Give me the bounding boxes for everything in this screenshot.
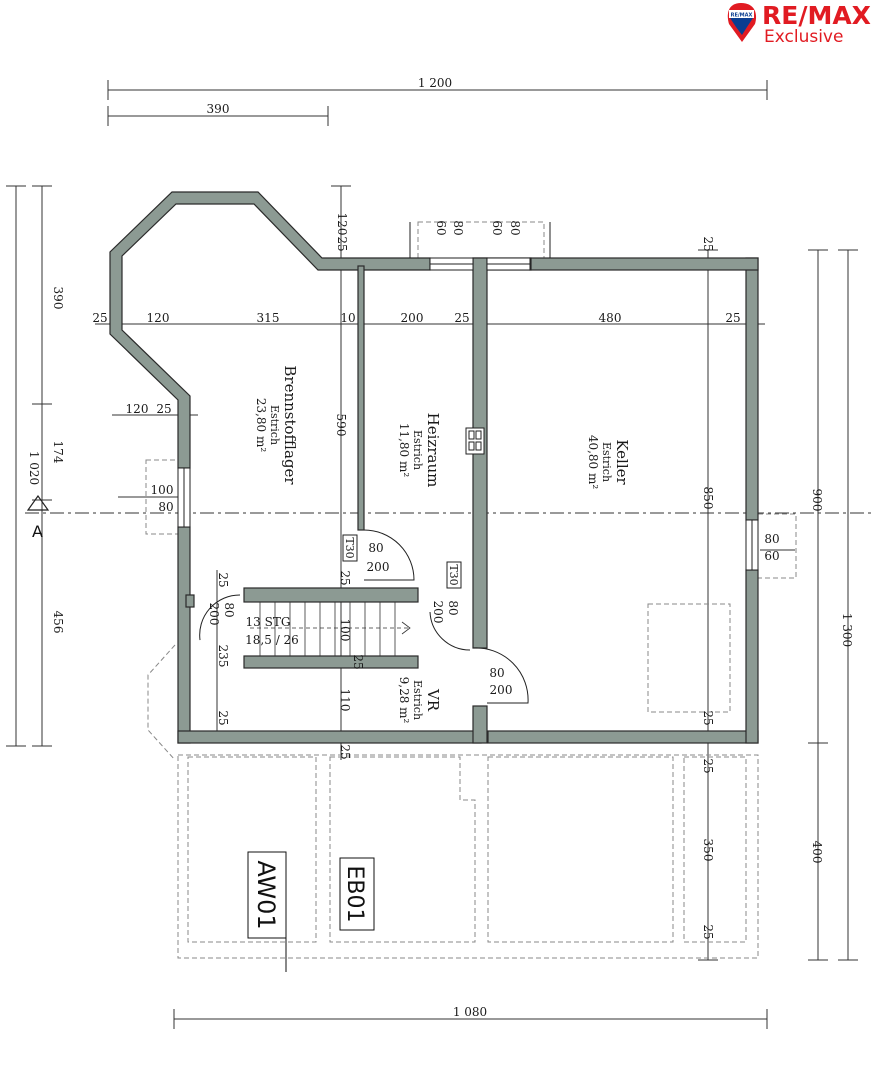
t30-label-a: T30 — [343, 537, 356, 558]
dim-right-25-c: 25 — [701, 924, 715, 939]
dim-row-315: 315 — [257, 311, 280, 325]
dim-right-1300: 1 300 — [840, 613, 854, 647]
dim-stair-25b: 25 — [351, 654, 365, 669]
dim-left-total: 1 020 — [27, 451, 41, 485]
stamp-eb01: EB01 — [339, 857, 375, 931]
dim-left-120-2: 120 — [126, 402, 149, 416]
dim-door-heiz-200: 200 — [367, 560, 390, 574]
room-floor: Estrich — [411, 430, 424, 470]
dim-top-120: 120 — [335, 213, 349, 236]
stair-labels: 13 STG 18,5 / 26 — [245, 615, 299, 647]
dim-row-25b: 25 — [454, 311, 469, 325]
dim-row-25c: 25 — [725, 311, 740, 325]
dim-left-456: 456 — [51, 611, 65, 634]
stamp-aw01: AW01 — [247, 851, 287, 972]
door-ratings: T30 T30 — [342, 534, 462, 589]
room-vr: VR Estrich 9,28 m² — [397, 677, 442, 724]
dim-inner-590: 590 — [334, 414, 348, 437]
dim-inner-850: 850 — [701, 487, 715, 510]
dim-left-390: 390 — [51, 287, 65, 310]
stair-ratio: 18,5 / 26 — [245, 633, 299, 647]
room-name: Brennstofflager — [281, 365, 299, 485]
dim-row-10: 10 — [340, 311, 355, 325]
room-area: 9,28 m² — [397, 677, 411, 724]
dim-left-25-bot: 25 — [216, 710, 230, 725]
dim-right-400: 400 — [810, 841, 824, 864]
dim-door-heiz-80: 80 — [368, 541, 383, 555]
room-floor: Estrich — [268, 405, 281, 445]
remax-logo: RE/MAX RE/MAX Exclusive — [727, 1, 871, 47]
room-name: VR — [424, 688, 442, 712]
dim-row-25a: 25 — [92, 311, 107, 325]
dim-door-left-200: 200 — [207, 603, 221, 626]
room-heizraum: Heizraum Estrich 11,80 m² — [397, 413, 442, 488]
dim-door-left-25: 25 — [216, 572, 230, 587]
brand-subtitle: Exclusive — [764, 27, 843, 47]
section-label: A — [32, 522, 43, 541]
dim-win-80b: 80 — [508, 220, 522, 235]
dim-top-25-right: 25 — [701, 236, 715, 251]
dim-door-mid-200: 200 — [431, 601, 445, 624]
dim-right-900: 900 — [810, 489, 824, 512]
room-area: 23,80 m² — [254, 398, 268, 453]
room-keller: Keller Estrich 40,80 m² — [586, 435, 631, 490]
dim-stair-110: 110 — [338, 689, 352, 712]
section-marker: A — [26, 494, 50, 541]
dim-inner-350: 350 — [701, 839, 715, 862]
brand-name: RE/MAX — [762, 1, 871, 30]
room-floor: Estrich — [411, 680, 424, 720]
dim-door-vr-80: 80 — [489, 666, 504, 680]
dim-left-174: 174 — [51, 441, 65, 464]
dim-door-mid-80: 80 — [446, 600, 460, 615]
dim-win-left-80: 80 — [158, 500, 173, 514]
dim-stair-25c: 25 — [338, 744, 352, 759]
dim-win-right-80: 80 — [764, 532, 779, 546]
dim-door-vr-200: 200 — [490, 683, 513, 697]
dim-bottom-total: 1 080 — [453, 1005, 487, 1019]
balloon-icon: RE/MAX — [727, 3, 757, 42]
dim-win-right-60: 60 — [764, 549, 779, 563]
t30-label-b: T30 — [447, 564, 460, 585]
door-swings — [199, 529, 529, 704]
dim-right-25-b: 25 — [701, 758, 715, 773]
dim-right-25-a: 25 — [701, 710, 715, 725]
dim-row-120: 120 — [147, 311, 170, 325]
balloon-label: RE/MAX — [731, 13, 753, 19]
dim-row-480: 480 — [599, 311, 622, 325]
dim-stair-25: 25 — [338, 570, 352, 585]
room-brennstofflager: Brennstofflager Estrich 23,80 m² — [254, 365, 299, 485]
room-area: 11,80 m² — [397, 423, 411, 478]
room-name: Heizraum — [424, 413, 442, 488]
windows — [177, 222, 759, 571]
room-name: Keller — [613, 439, 631, 485]
dim-win-80a: 80 — [451, 220, 465, 235]
dim-win-left-100: 100 — [151, 483, 174, 497]
stamp-eb-label: EB01 — [342, 866, 367, 923]
stair-steps: 13 STG — [246, 615, 291, 629]
bay-outer-wall — [109, 191, 431, 469]
dim-row-200: 200 — [401, 311, 424, 325]
dim-top-25: 25 — [335, 236, 349, 251]
room-area: 40,80 m² — [586, 435, 600, 490]
dimension-labels: 1 200 390 1 080 1 020 390 174 456 1 300 … — [27, 76, 854, 1019]
stamp-aw-label: AW01 — [252, 860, 280, 929]
dim-top-partial: 390 — [207, 102, 230, 116]
stair — [250, 602, 411, 656]
dim-door-left-80: 80 — [222, 602, 236, 617]
dim-top-total: 1 200 — [418, 76, 452, 90]
dim-win-60b: 60 — [490, 220, 504, 235]
dim-stair-100: 100 — [338, 619, 352, 642]
room-floor: Estrich — [600, 442, 613, 482]
dim-win-60a: 60 — [434, 220, 448, 235]
dim-left-25-2: 25 — [156, 402, 171, 416]
chimney-icon — [465, 427, 485, 455]
dim-left-235: 235 — [216, 645, 230, 668]
